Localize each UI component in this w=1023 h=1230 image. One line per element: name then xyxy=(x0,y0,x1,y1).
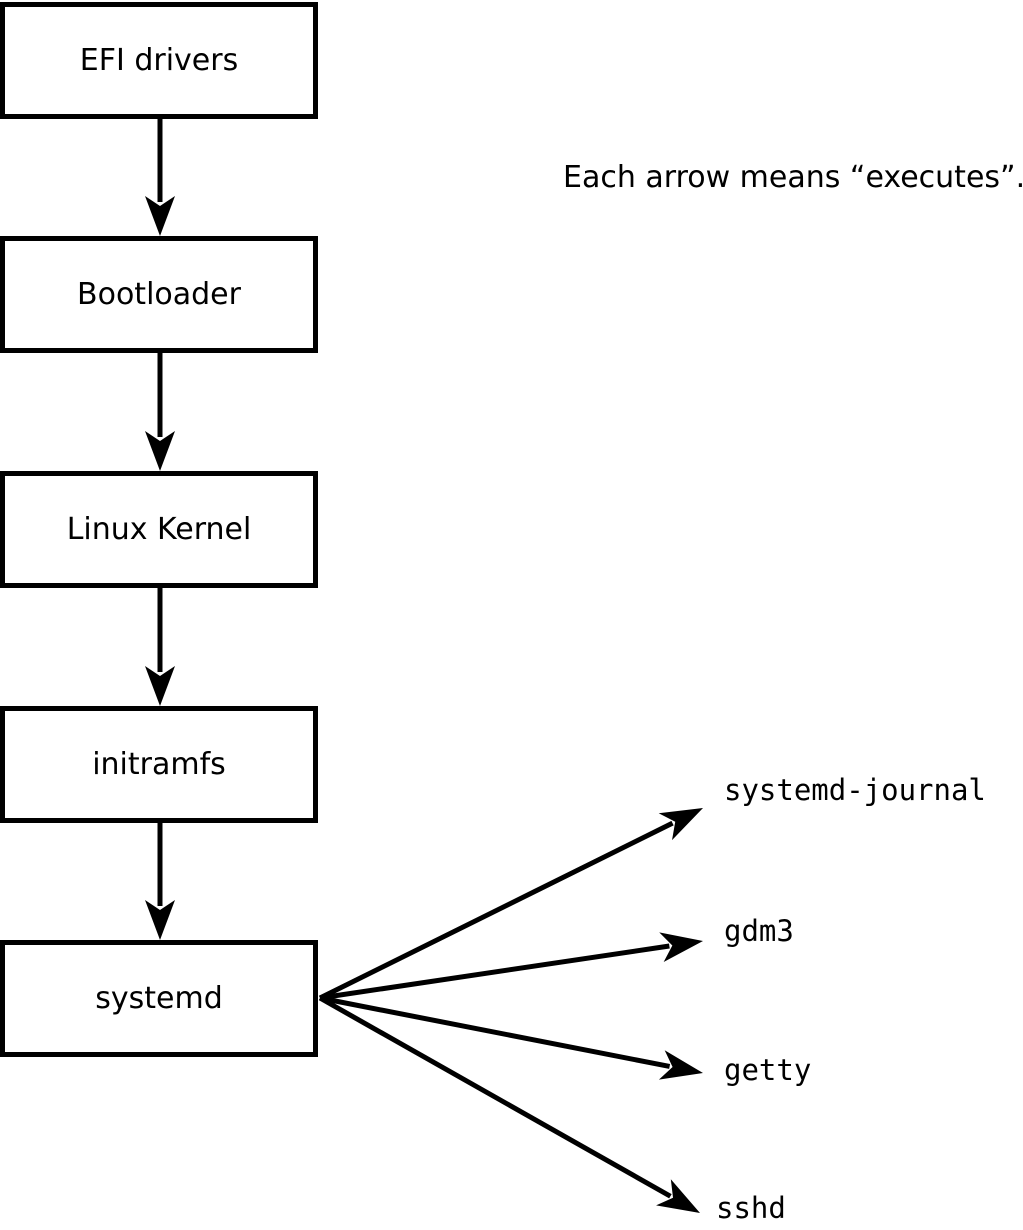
stage-box-efi-drivers: EFI drivers xyxy=(0,2,318,119)
arrow-head-systemd-to-getty xyxy=(658,1050,703,1080)
stage-box-bootloader: Bootloader xyxy=(0,236,318,353)
arrow-head-initramfs-to-systemd xyxy=(145,900,175,940)
arrow-head-systemd-to-systemd-journal xyxy=(658,808,703,841)
arrow-shaft-systemd-to-getty xyxy=(319,995,671,1069)
stage-label-linux-kernel: Linux Kernel xyxy=(66,511,252,547)
arrow-head-systemd-to-sshd xyxy=(656,1179,700,1213)
vertical-arrow-group xyxy=(145,119,175,940)
stage-box-linux-kernel: Linux Kernel xyxy=(0,471,318,588)
stage-box-systemd: systemd xyxy=(0,940,318,1057)
service-label-getty: getty xyxy=(724,1053,812,1087)
legend-caption: Each arrow means “executes”. xyxy=(563,160,1023,195)
stage-label-systemd: systemd xyxy=(95,980,223,1016)
arrow-shaft-systemd-to-gdm3 xyxy=(319,943,670,1001)
arrow-head-bootloader-to-kernel xyxy=(145,431,175,471)
arrow-head-efi-to-bootloader xyxy=(145,196,175,236)
stage-label-efi-drivers: EFI drivers xyxy=(79,42,239,78)
stage-label-bootloader: Bootloader xyxy=(77,276,241,312)
fanout-arrow-group xyxy=(318,808,703,1213)
arrow-head-systemd-to-gdm3 xyxy=(659,932,703,963)
service-label-systemd-journal: systemd-journal xyxy=(724,773,986,807)
stage-label-initramfs: initramfs xyxy=(92,746,226,782)
stage-box-initramfs: initramfs xyxy=(0,706,318,823)
arrow-head-kernel-to-initramfs xyxy=(145,666,175,706)
service-label-gdm3: gdm3 xyxy=(724,914,794,948)
service-label-sshd: sshd xyxy=(716,1191,786,1225)
arrow-shaft-systemd-to-systemd-journal xyxy=(318,820,674,1001)
arrow-shaft-systemd-to-sshd xyxy=(318,995,672,1199)
